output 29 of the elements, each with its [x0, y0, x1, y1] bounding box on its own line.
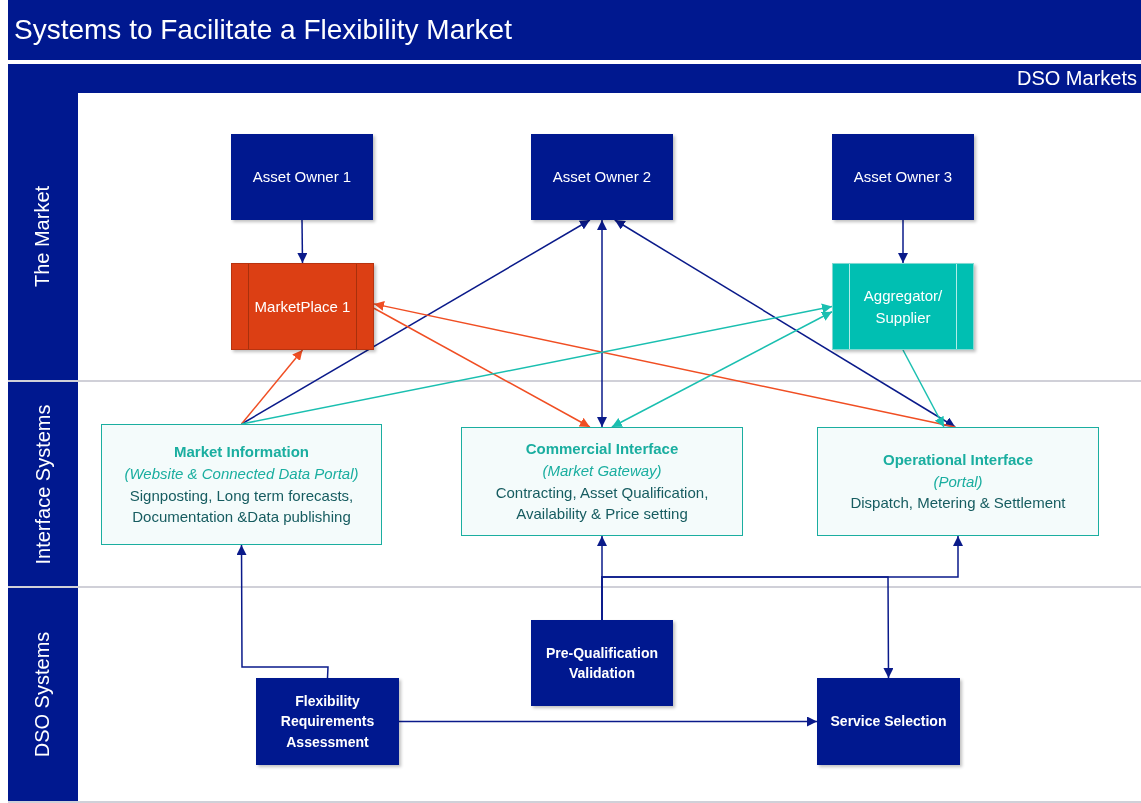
arrow: [297, 219, 308, 264]
arrow: [373, 307, 591, 428]
process-box: Flexibility Requirements Assessment: [256, 678, 399, 765]
arrow: [902, 349, 945, 428]
arrow: [240, 303, 833, 425]
interface-box: Commercial Interface (Market Gateway) Contracting, Asset Qualification, Availability & Price setting: [461, 427, 743, 536]
lane-header: The Market: [8, 93, 78, 380]
title-bar: Systems to Facilitate a Flexibility Market: [8, 0, 1141, 60]
lane-header: Interface Systems: [8, 382, 78, 586]
arrow: [597, 219, 607, 428]
arrow: [614, 219, 956, 428]
predefined-process-box: MarketPlace 1: [231, 263, 374, 350]
predefined-process-box: Aggregator/ Supplier: [832, 263, 974, 350]
interface-box: Market Information (Website & Connected Data Portal) Signposting, Long term forecasts, Documentation &Data publishing: [101, 424, 382, 545]
process-box: Asset Owner 3: [832, 134, 974, 220]
header-bar: DSO Markets: [8, 64, 1141, 93]
arrow: [373, 301, 956, 428]
process-box: Asset Owner 2: [531, 134, 673, 220]
arrow: [236, 544, 329, 679]
process-box: Pre-Qualification Validation: [531, 620, 673, 706]
arrow: [398, 716, 818, 727]
process-box: Asset Owner 1: [231, 134, 373, 220]
lane-header: DSO Systems: [8, 588, 78, 801]
arrow: [898, 219, 908, 264]
arrow: [240, 349, 304, 425]
interface-box: Operational Interface (Portal) Dispatch, Metering & Settlement: [817, 427, 1099, 536]
arrow: [611, 310, 833, 428]
arrow: [601, 576, 894, 679]
process-box: Service Selection: [817, 678, 960, 765]
